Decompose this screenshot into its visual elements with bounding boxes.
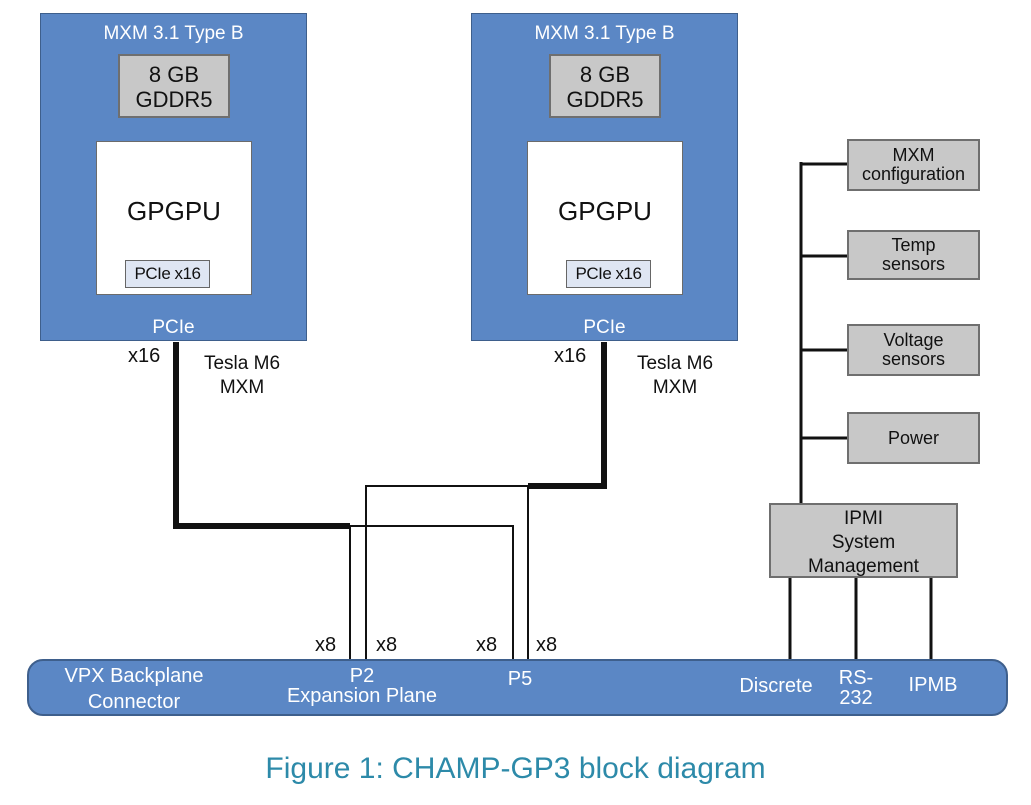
ipmi-line2: System — [831, 532, 896, 553]
backplane-label-line2: Connector — [87, 691, 181, 713]
left-mxm-module: MXM 3.1 Type B 8 GB GDDR5 GPGPU PCIe x16… — [40, 13, 307, 341]
p2-port-label: P2 Expansion Plane — [272, 664, 452, 708]
right-module-title: MXM 3.1 Type B — [534, 23, 675, 44]
right-x8-to-p2 — [365, 485, 528, 660]
p2-lane-b: x8 — [376, 634, 398, 656]
left-module-name-line1: Tesla M6 — [203, 353, 281, 374]
left-memory-size: 8 GB — [148, 62, 200, 87]
backplane-label-line1: VPX Backplane — [64, 665, 204, 687]
voltage-sensors-line2: sensors — [881, 349, 946, 369]
ipmi-line3: Management — [808, 556, 919, 577]
left-module-name-line2: MXM — [219, 377, 265, 398]
right-module-name: Tesla M6 MXM — [629, 352, 721, 400]
right-module-name-line2: MXM — [652, 377, 698, 398]
left-pcie-label: PCIe — [152, 317, 195, 338]
rs232-line1: RS- — [838, 667, 874, 689]
ipmi-system-management-box: IPMI System Management — [769, 503, 958, 578]
mxm-configuration-line1: MXM — [892, 145, 935, 165]
left-lane-x16: x16 — [128, 345, 161, 367]
right-x16-path — [528, 342, 607, 489]
rs232-label: RS- 232 — [826, 668, 886, 708]
figure-caption: Figure 1: CHAMP-GP3 block diagram — [265, 752, 766, 785]
p5-label: P5 — [507, 668, 533, 690]
power-label: Power — [887, 427, 940, 448]
right-module-name-line1: Tesla M6 — [636, 353, 714, 374]
left-gpu-label: GPGPU — [127, 196, 221, 226]
expansion-plane-label: Expansion Plane — [286, 685, 438, 707]
rs232-line2: 232 — [839, 687, 873, 709]
p5-lane-a: x8 — [476, 634, 498, 656]
right-gpu-label: GPGPU — [558, 196, 652, 226]
power-box: Power — [847, 412, 980, 464]
temp-sensors-line2: sensors — [881, 254, 946, 274]
right-memory-type: GDDR5 — [566, 87, 644, 112]
p5-lane-b: x8 — [536, 634, 558, 656]
right-memory-box: 8 GB GDDR5 — [549, 54, 661, 118]
right-gpu-box: GPGPU PCIe x16 — [527, 141, 683, 295]
left-memory-box: 8 GB GDDR5 — [118, 54, 230, 118]
left-x16-path — [173, 342, 350, 529]
left-module-name: Tesla M6 MXM — [196, 352, 288, 400]
ipmi-line1: IPMI — [843, 508, 884, 529]
discrete-label: Discrete — [739, 675, 813, 697]
right-gpu-pcie-label: PCIe x16 — [566, 260, 651, 288]
p2-lane-a: x8 — [315, 634, 337, 656]
right-memory-size: 8 GB — [579, 62, 631, 87]
vpx-backplane-connector — [27, 659, 1008, 716]
voltage-sensors-box: Voltage sensors — [847, 324, 980, 376]
left-module-title: MXM 3.1 Type B — [103, 23, 244, 44]
right-mxm-module: MXM 3.1 Type B 8 GB GDDR5 GPGPU PCIe x16… — [471, 13, 738, 341]
right-pcie-label: PCIe — [583, 317, 626, 338]
p2-label: P2 — [349, 665, 375, 687]
voltage-sensors-line1: Voltage — [883, 330, 944, 350]
ipmb-label: IPMB — [908, 674, 958, 696]
left-memory-type: GDDR5 — [135, 87, 213, 112]
left-gpu-box: GPGPU PCIe x16 — [96, 141, 252, 295]
left-gpu-pcie-label: PCIe x16 — [125, 260, 210, 288]
temp-sensors-line1: Temp — [891, 235, 936, 255]
left-x8-to-p5 — [350, 525, 514, 660]
mxm-configuration-box: MXM configuration — [847, 139, 980, 191]
temp-sensors-box: Temp sensors — [847, 230, 980, 280]
right-lane-x16: x16 — [554, 345, 587, 367]
backplane-label: VPX Backplane Connector — [50, 664, 218, 714]
mxm-configuration-line2: configuration — [861, 164, 966, 184]
